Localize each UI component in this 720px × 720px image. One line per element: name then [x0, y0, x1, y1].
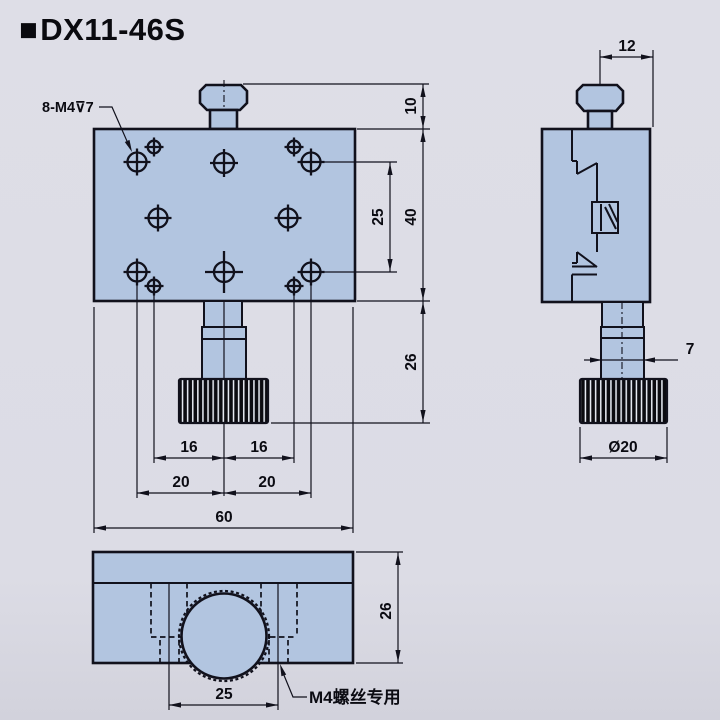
dim-7: 7: [584, 341, 694, 363]
front-dimensions: 10 40 25: [93, 83, 430, 533]
svg-text:16: 16: [250, 439, 268, 456]
svg-text:26: 26: [403, 353, 420, 371]
dim-26-front: 26: [403, 301, 426, 423]
screw-hole-large: [297, 148, 325, 176]
front-drive-shaft: [201, 300, 247, 380]
screw-hole-center: [205, 251, 243, 293]
screw-hole-small: [144, 276, 164, 296]
side-drive-shaft: [600, 301, 645, 380]
svg-text:25: 25: [215, 686, 233, 703]
front-knob-stem: [208, 108, 239, 131]
dim-20-20: 20 20: [137, 474, 311, 496]
dim-12: 12: [599, 38, 654, 127]
bottom-dimensions: 25 26 M4螺丝专用: [168, 551, 403, 710]
side-knob-cap: [575, 83, 625, 113]
dim-40: 40: [403, 129, 426, 301]
side-gib-screw: [591, 201, 619, 234]
screw-note-text: M4螺丝专用: [309, 687, 401, 707]
svg-text:40: 40: [403, 208, 420, 225]
dim-knob-diameter: Ø20: [579, 427, 668, 463]
screw-hole-small: [284, 137, 304, 157]
svg-text:10: 10: [403, 97, 420, 114]
dim-25-bottom: 25: [169, 686, 278, 708]
svg-text:7: 7: [686, 341, 695, 358]
dim-10: 10: [403, 84, 426, 129]
front-knurled-knob: [177, 377, 270, 425]
side-dimensions: 12 7 Ø20: [579, 38, 694, 463]
svg-text:20: 20: [258, 474, 275, 491]
side-knurled-knob: [578, 377, 669, 425]
screw-hole-large: [210, 149, 238, 177]
svg-text:60: 60: [215, 509, 232, 526]
svg-text:26: 26: [378, 602, 395, 620]
screw-hole-large: [123, 148, 151, 176]
screw-note: M4螺丝专用: [280, 664, 401, 707]
screw-hole-large: [274, 204, 302, 232]
svg-text:20: 20: [172, 474, 189, 491]
svg-text:16: 16: [180, 439, 198, 456]
page-title: ■ DX11-46S: [19, 12, 186, 48]
screw-hole-large: [297, 258, 325, 286]
dim-60: 60: [94, 509, 353, 531]
dim-25-vertical: 25: [370, 162, 393, 272]
title-square-marker: ■: [19, 12, 39, 47]
side-view: 12 7 Ø20: [540, 38, 694, 463]
front-screw-holes: [123, 137, 325, 296]
thread-callout: 8-M4⊽7: [42, 100, 132, 152]
thread-callout-text: 8-M4⊽7: [42, 100, 94, 116]
screw-hole-large: [123, 258, 151, 286]
side-dovetail-profile: [571, 129, 598, 302]
screw-hole-small: [144, 137, 164, 157]
front-view: 8-M4⊽7 10 40: [42, 80, 430, 533]
screw-hole-small: [284, 276, 304, 296]
svg-text:Ø20: Ø20: [608, 439, 637, 456]
dim-16-16: 16 16: [154, 439, 294, 461]
bottom-view: 25 26 M4螺丝专用: [91, 550, 403, 710]
svg-text:12: 12: [618, 38, 635, 55]
bottom-knurled-knob: [180, 592, 268, 680]
dim-26-bottom: 26: [378, 552, 401, 663]
bottom-knurl-ring: [177, 589, 271, 683]
screw-hole-large: [144, 204, 172, 232]
title-text: DX11-46S: [40, 12, 186, 47]
side-knob-stem: [586, 109, 614, 131]
svg-text:25: 25: [370, 208, 387, 226]
